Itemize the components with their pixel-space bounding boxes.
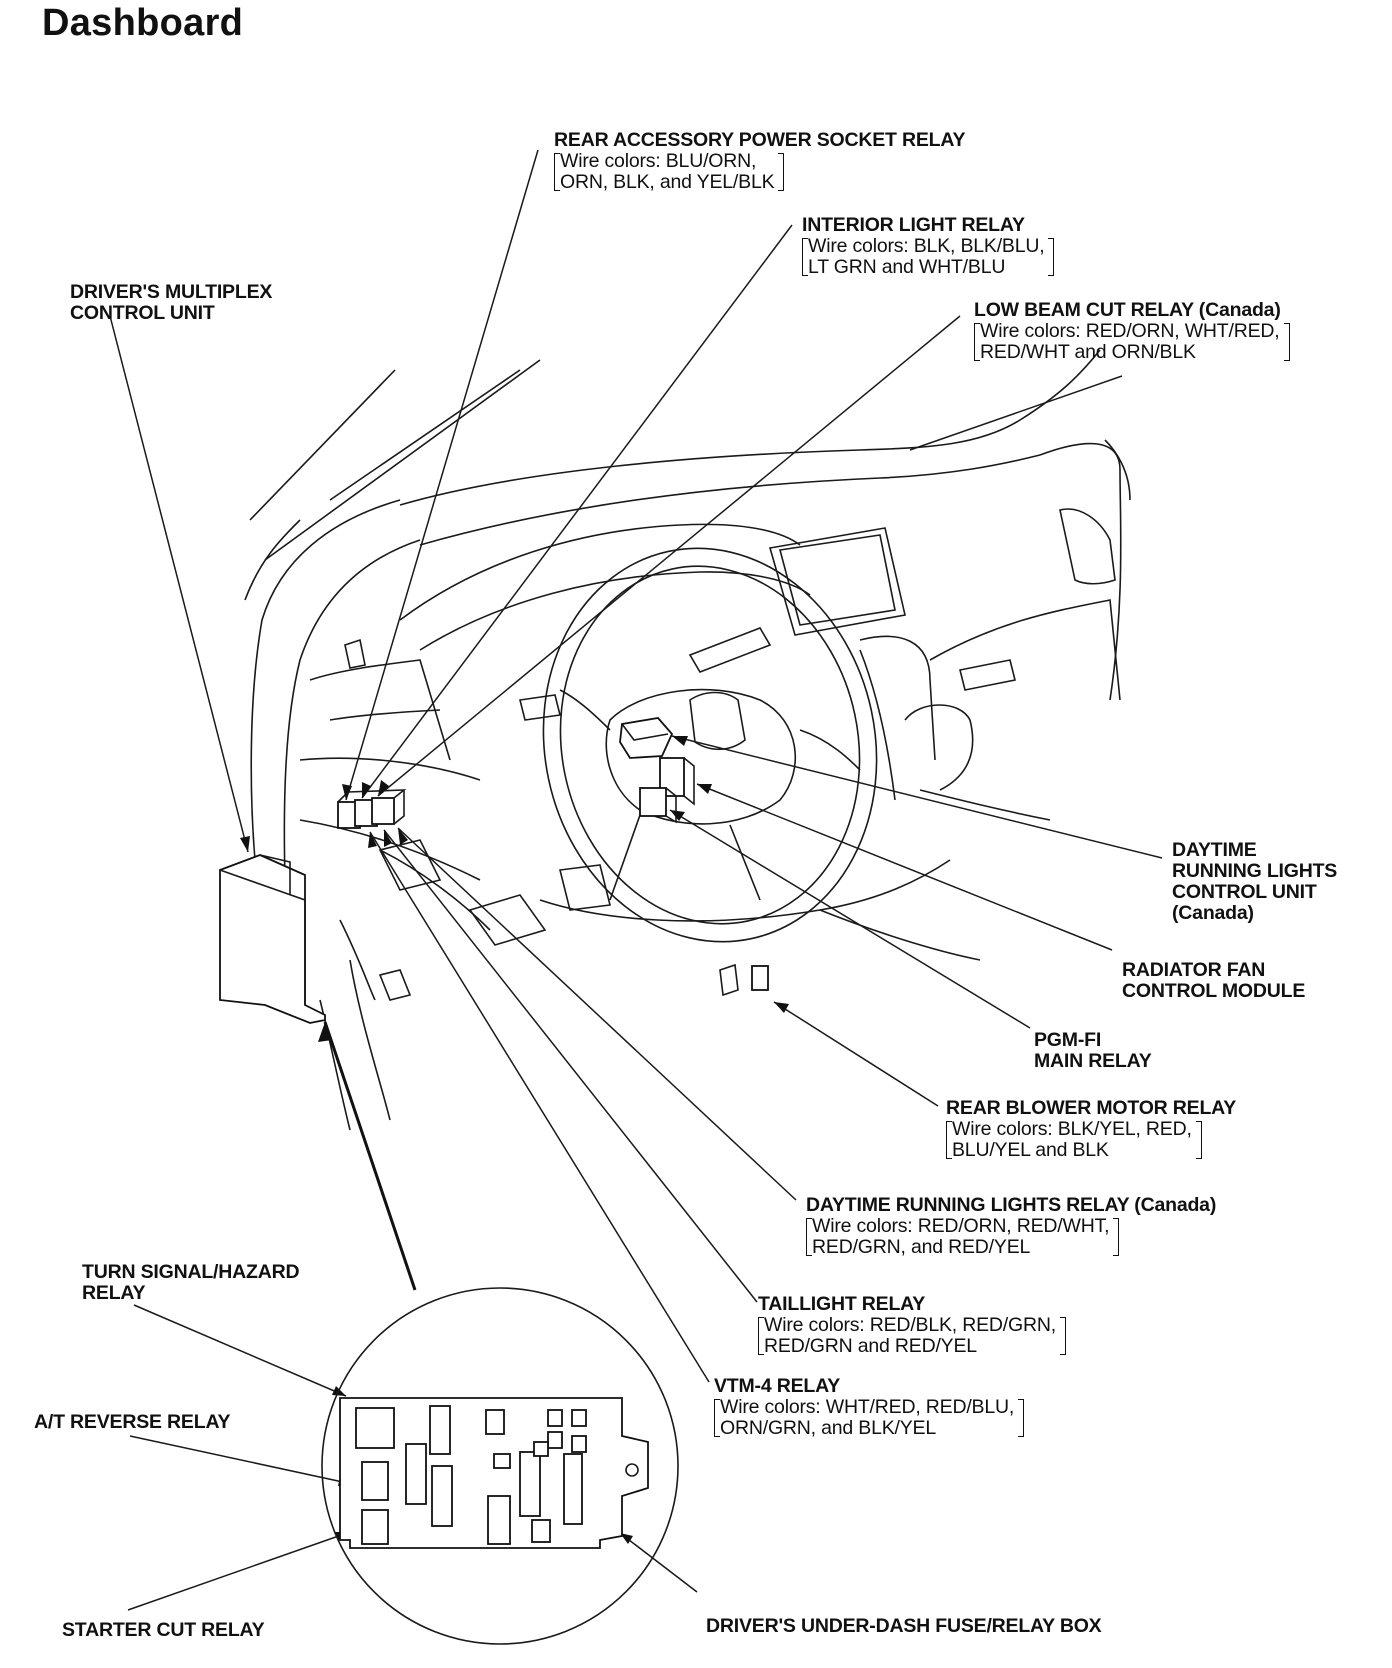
wire-colors-line-2: LT GRN and WHT/BLU [808, 256, 1006, 278]
wire-colors: Wire colors: BLK/YEL, RED, BLU/YEL and B… [946, 1119, 1202, 1161]
wire-colors: Wire colors: BLU/ORN, ORN, BLK, and YEL/… [554, 150, 785, 193]
label-daytime-running-lights-relay: DAYTIME RUNNING LIGHTS RELAY (Canada) Wi… [806, 1195, 1216, 1258]
label-radiator-fan-control-module: RADIATOR FAN CONTROL MODULE [1122, 960, 1305, 1002]
leader-lines [109, 149, 1163, 1611]
wire-colors: Wire colors: BLK, BLK/BLU, LT GRN and WH… [802, 235, 1055, 278]
label-qualifier: (Canada) [1198, 299, 1281, 321]
radiator-fan-module [659, 757, 695, 806]
label-name-text: LOW BEAM CUT RELAY [974, 299, 1194, 321]
label-rear-blower-motor-relay: REAR BLOWER MOTOR RELAY Wire colors: BLK… [946, 1098, 1236, 1161]
label-drl-control-unit: DAYTIME RUNNING LIGHTS CONTROL UNIT (Can… [1172, 840, 1337, 924]
label-rear-accessory-power-socket-relay: REAR ACCESSORY POWER SOCKET RELAY Wire c… [554, 130, 965, 193]
label-line-2: MAIN RELAY [1034, 1050, 1152, 1072]
label-name: REAR ACCESSORY POWER SOCKET RELAY [554, 129, 966, 151]
label-line-4: (Canada) [1172, 902, 1254, 924]
wire-colors-line-1: Wire colors: RED/ORN, RED/WHT, [812, 1215, 1110, 1237]
label-interior-light-relay: INTERIOR LIGHT RELAY Wire colors: BLK, B… [802, 214, 1055, 278]
dashboard-outline [244, 349, 1131, 1131]
label-line-2: CONTROL MODULE [1122, 980, 1306, 1002]
label-vtm4-relay: VTM-4 RELAY Wire colors: WHT/RED, RED/BL… [714, 1375, 1025, 1439]
drl-control-unit [619, 717, 674, 759]
wire-colors: Wire colors: RED/ORN, WHT/RED, RED/WHT a… [974, 321, 1290, 363]
label-line-1: DRIVER'S UNDER-DASH FUSE/RELAY BOX [706, 1615, 1102, 1637]
label-at-reverse-relay: A/T REVERSE RELAY [34, 1411, 231, 1433]
label-name: DAYTIME RUNNING LIGHTS RELAY (Canada) [806, 1195, 1216, 1216]
wire-colors-line-2: ORN, BLK, and YEL/BLK [560, 171, 775, 193]
wire-colors: Wire colors: RED/ORN, RED/WHT, RED/GRN, … [806, 1215, 1120, 1258]
fuse-box-inset [321, 1287, 679, 1645]
label-line-2: CONTROL UNIT [70, 302, 215, 324]
wire-colors: Wire colors: RED/BLK, RED/GRN, RED/GRN a… [758, 1315, 1066, 1357]
wire-colors-line-2: BLU/YEL and BLK [952, 1139, 1109, 1161]
label-name: TAILLIGHT RELAY [758, 1293, 926, 1315]
wire-colors-line-1: Wire colors: BLK/YEL, RED, [952, 1118, 1192, 1140]
label-name: VTM-4 RELAY [714, 1375, 841, 1397]
label-line-2: RUNNING LIGHTS [1172, 860, 1338, 882]
wire-colors-line-1: Wire colors: RED/ORN, WHT/RED, [980, 320, 1280, 342]
label-low-beam-cut-relay: LOW BEAM CUT RELAY (Canada) Wire colors:… [974, 300, 1290, 363]
label-line-1: STARTER CUT RELAY [62, 1619, 265, 1641]
label-qualifier: (Canada) [1134, 1194, 1217, 1216]
label-starter-cut-relay: STARTER CUT RELAY [62, 1619, 265, 1641]
rear-blower-relay [751, 965, 769, 991]
wire-colors-line-1: Wire colors: WHT/RED, RED/BLU, [720, 1396, 1015, 1418]
wire-colors-line-1: Wire colors: RED/BLK, RED/GRN, [764, 1314, 1056, 1336]
label-name-text: DAYTIME RUNNING LIGHTS RELAY [806, 1194, 1130, 1216]
label-line-1: A/T REVERSE RELAY [34, 1411, 231, 1433]
wire-colors-line-1: Wire colors: BLK, BLK/BLU, [808, 235, 1045, 257]
label-name: LOW BEAM CUT RELAY (Canada) [974, 300, 1290, 321]
relay-cluster [337, 789, 407, 829]
wire-colors-line-2: ORN/GRN, and BLK/YEL [720, 1417, 937, 1439]
label-pgm-fi-main-relay: PGM-FI MAIN RELAY [1034, 1030, 1152, 1072]
page-title: Dashboard [42, 2, 244, 44]
wire-colors-line-1: Wire colors: BLU/ORN, [560, 150, 757, 172]
label-line-1: TURN SIGNAL/HAZARD [82, 1261, 300, 1283]
label-line-1: DAYTIME [1172, 839, 1257, 861]
label-under-dash-fuse-relay-box: DRIVER'S UNDER-DASH FUSE/RELAY BOX [706, 1615, 1102, 1637]
wire-colors-line-2: RED/GRN and RED/YEL [764, 1335, 977, 1357]
label-name: INTERIOR LIGHT RELAY [802, 214, 1025, 236]
label-line-1: PGM-FI [1034, 1029, 1102, 1051]
label-line-1: RADIATOR FAN [1122, 959, 1266, 981]
wire-colors-line-2: RED/WHT and ORN/BLK [980, 341, 1196, 363]
label-turn-signal-hazard-relay: TURN SIGNAL/HAZARD RELAY [82, 1261, 300, 1304]
label-name: REAR BLOWER MOTOR RELAY [946, 1097, 1237, 1119]
label-drivers-multiplex-control-unit: DRIVER'S MULTIPLEX CONTROL UNIT [70, 282, 272, 324]
arrowheads [240, 736, 789, 1544]
pgm-fi-relay [639, 787, 677, 824]
label-taillight-relay: TAILLIGHT RELAY Wire colors: RED/BLK, RE… [758, 1294, 1066, 1357]
label-line-3: CONTROL UNIT [1172, 881, 1317, 903]
label-line-1: DRIVER'S MULTIPLEX [70, 281, 273, 303]
wire-colors-line-2: RED/GRN, and RED/YEL [812, 1236, 1031, 1258]
label-line-2: RELAY [82, 1282, 146, 1304]
wire-colors: Wire colors: WHT/RED, RED/BLU, ORN/GRN, … [714, 1396, 1025, 1439]
driver-multiplex-control-unit [219, 854, 326, 1024]
